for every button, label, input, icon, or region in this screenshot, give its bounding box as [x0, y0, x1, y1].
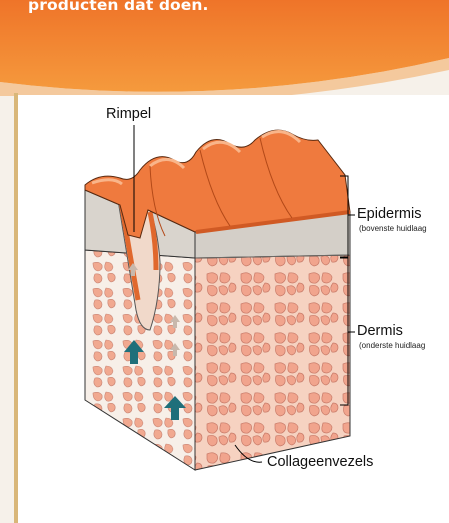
label-epidermis: Epidermis	[357, 206, 421, 222]
label-dermis-sub: (onderste huidlaag	[359, 341, 425, 350]
label-collagen: Collageenvezels	[267, 454, 373, 470]
label-epidermis-sub: (bovenste huidlaag	[359, 224, 427, 233]
label-wrinkle: Rimpel	[106, 106, 151, 122]
dermis-front	[195, 255, 350, 470]
label-dermis: Dermis	[357, 323, 403, 339]
